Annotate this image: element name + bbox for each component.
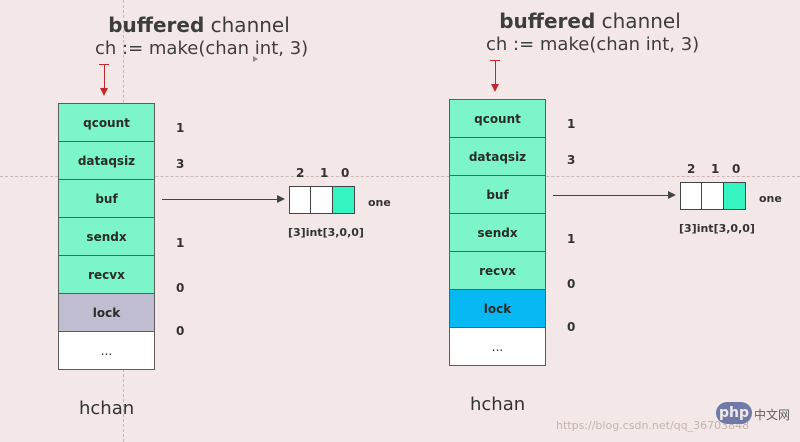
buffer-array (680, 182, 746, 210)
field-sendx: sendx (449, 213, 546, 252)
field-qcount: qcount (449, 99, 546, 138)
field-lock: lock (449, 289, 546, 328)
code-line: ch := make(chan int, 3) (95, 38, 309, 59)
field-buf: buf (449, 175, 546, 214)
buffer-index-1: 1 (320, 166, 329, 180)
value-qcount: 1 (567, 117, 576, 131)
buffer-array (289, 186, 355, 214)
field-dataqsiz: dataqsiz (449, 137, 546, 176)
field-recvx: recvx (449, 251, 546, 290)
buffer-element-label: one (368, 196, 391, 209)
title-rest-text: channel (595, 9, 681, 33)
buffer-slot-2 (681, 183, 703, 209)
title-bold-text: buffered (108, 13, 205, 37)
field-ellipsis: ... (58, 331, 155, 370)
buffer-index-0: 0 (732, 162, 741, 176)
left-channel-diagram: buffered channel ch := make(chan int, 3)… (0, 0, 391, 442)
field-ellipsis: ... (449, 327, 546, 366)
buffer-index-1: 1 (711, 162, 720, 176)
cursor-mark-icon (253, 56, 258, 62)
buffer-array-label: [3]int[3,0,0] (679, 222, 755, 235)
buffer-element-label: one (759, 192, 782, 205)
watermark-url: https://blog.csdn.net/qq_36703848 (556, 419, 750, 432)
field-lock: lock (58, 293, 155, 332)
value-lock: 0 (567, 320, 576, 334)
php-logo-text: 中文网 (754, 408, 791, 422)
buffer-slot-0 (723, 183, 745, 209)
buffer-slot-1 (702, 183, 724, 209)
right-arrow-icon (162, 195, 285, 203)
buffer-index-0: 0 (341, 166, 350, 180)
value-dataqsiz: 3 (567, 153, 576, 167)
right-channel-diagram: buffered channel ch := make(chan int, 3)… (391, 0, 782, 438)
struct-name: hchan (79, 398, 135, 419)
field-qcount: qcount (58, 103, 155, 142)
field-sendx: sendx (58, 217, 155, 256)
title-rest-text: channel (204, 13, 290, 37)
php-logo-icon: php (716, 402, 752, 424)
buffer-index-2: 2 (296, 166, 305, 180)
code-line: ch := make(chan int, 3) (486, 34, 700, 55)
buffer-slot-0 (332, 187, 354, 213)
buffer-index-2: 2 (687, 162, 696, 176)
value-recvx: 0 (567, 277, 576, 291)
buffer-array-label: [3]int[3,0,0] (288, 226, 364, 239)
value-lock: 0 (176, 324, 185, 338)
value-sendx: 1 (176, 236, 185, 250)
right-arrow-icon (553, 191, 676, 199)
hchan-struct: qcount dataqsiz buf sendx recvx lock ... (449, 99, 546, 366)
struct-name: hchan (470, 394, 526, 415)
field-dataqsiz: dataqsiz (58, 141, 155, 180)
value-dataqsiz: 3 (176, 157, 185, 171)
value-sendx: 1 (567, 232, 576, 246)
buffer-slot-1 (311, 187, 333, 213)
diagram-title: buffered channel (95, 15, 303, 35)
field-buf: buf (58, 179, 155, 218)
field-recvx: recvx (58, 255, 155, 294)
buffer-slot-2 (290, 187, 312, 213)
value-recvx: 0 (176, 281, 185, 295)
diagram-title: buffered channel (486, 11, 694, 31)
hchan-struct: qcount dataqsiz buf sendx recvx lock ... (58, 103, 155, 370)
value-qcount: 1 (176, 121, 185, 135)
title-bold-text: buffered (499, 9, 596, 33)
